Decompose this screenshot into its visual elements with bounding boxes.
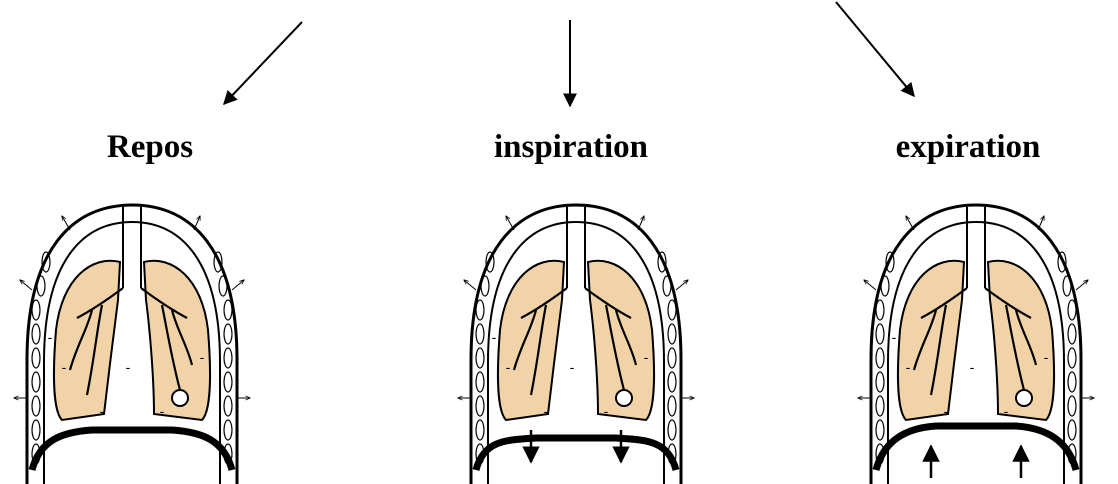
rib-right — [219, 276, 227, 296]
pleural-pressure-sign: - — [906, 359, 911, 375]
pleural-pressure-sign: - — [1004, 403, 1009, 419]
pleural-pressure-sign: - — [604, 403, 609, 419]
rib-left — [476, 324, 484, 344]
rib-right — [224, 348, 232, 368]
rib-left — [876, 396, 884, 416]
alveolus — [172, 390, 188, 406]
pleural-pressure-sign: - — [160, 403, 165, 419]
rib-right — [668, 300, 676, 320]
pleural-pressure-sign: - — [970, 359, 975, 375]
rib-right — [668, 348, 676, 368]
wall-force-arrow — [906, 216, 914, 230]
rib-left — [32, 300, 40, 320]
trachea — [967, 205, 985, 288]
rib-left — [32, 372, 40, 392]
pointer-arrow-rest — [224, 22, 302, 104]
rib-right — [224, 372, 232, 392]
rib-left — [32, 420, 40, 440]
pleural-pressure-sign: - — [200, 349, 205, 365]
thorax-inspiration: ------ — [458, 205, 694, 484]
rib-right — [1068, 372, 1076, 392]
rib-right — [224, 300, 232, 320]
rib-left — [32, 324, 40, 344]
alveolus — [1016, 390, 1032, 406]
left-lung — [54, 261, 120, 420]
thorax-rest: ------ — [14, 205, 250, 484]
rib-right — [1068, 300, 1076, 320]
rib-right — [1063, 276, 1071, 296]
rib-left — [476, 420, 484, 440]
rib-left — [476, 396, 484, 416]
diaphragm — [476, 438, 676, 470]
rib-right — [224, 420, 232, 440]
rib-left — [32, 396, 40, 416]
pleural-pressure-sign: - — [506, 359, 511, 375]
pleural-pressure-sign: - — [892, 329, 897, 345]
trachea — [123, 205, 141, 288]
rib-left — [876, 372, 884, 392]
left-lung — [898, 261, 964, 420]
wall-force-arrow — [20, 280, 32, 290]
rib-left — [476, 372, 484, 392]
rib-left — [481, 276, 489, 296]
rib-right — [1068, 348, 1076, 368]
rib-left — [876, 300, 884, 320]
title-rest: Repos — [107, 129, 193, 165]
thorax-expiration: ------ — [858, 205, 1094, 484]
pleural-pressure-sign: - — [492, 329, 497, 345]
diaphragm — [876, 426, 1076, 470]
title-expiration: expiration — [896, 129, 1041, 165]
rib-right — [224, 324, 232, 344]
rib-left — [881, 276, 889, 296]
rib-left — [32, 348, 40, 368]
trachea — [567, 205, 585, 288]
pleural-pressure-sign: - — [544, 403, 549, 419]
title-inspiration: inspiration — [494, 129, 648, 165]
rib-left — [876, 420, 884, 440]
rib-right — [224, 396, 232, 416]
rib-right — [663, 276, 671, 296]
diaphragm — [32, 430, 232, 470]
pleural-pressure-sign: - — [62, 359, 67, 375]
pleural-pressure-sign: - — [126, 359, 131, 375]
rib-right — [1068, 324, 1076, 344]
rib-left — [876, 324, 884, 344]
wall-force-arrow — [506, 216, 514, 230]
wall-force-arrow — [864, 280, 876, 290]
wall-force-arrow — [232, 280, 244, 290]
pleural-pressure-sign: - — [644, 349, 649, 365]
rib-right — [668, 396, 676, 416]
wall-force-arrow — [676, 280, 688, 290]
pleural-pressure-sign: - — [1044, 349, 1049, 365]
rib-right — [668, 324, 676, 344]
wall-force-arrow — [62, 216, 70, 230]
pleural-pressure-sign: - — [48, 329, 53, 345]
rib-right — [668, 420, 676, 440]
pleural-pressure-sign: - — [570, 359, 575, 375]
rib-left — [876, 348, 884, 368]
pointer-arrow-expiration — [836, 2, 914, 96]
rib-right — [1068, 420, 1076, 440]
rib-right — [1068, 396, 1076, 416]
rib-left — [476, 348, 484, 368]
rib-right — [668, 372, 676, 392]
alveolus — [616, 390, 632, 406]
pleural-pressure-sign: - — [100, 403, 105, 419]
wall-force-arrow — [1076, 280, 1088, 290]
wall-force-arrow — [464, 280, 476, 290]
rib-left — [37, 276, 45, 296]
rib-left — [476, 300, 484, 320]
left-lung — [498, 261, 564, 420]
pleural-pressure-sign: - — [944, 403, 949, 419]
